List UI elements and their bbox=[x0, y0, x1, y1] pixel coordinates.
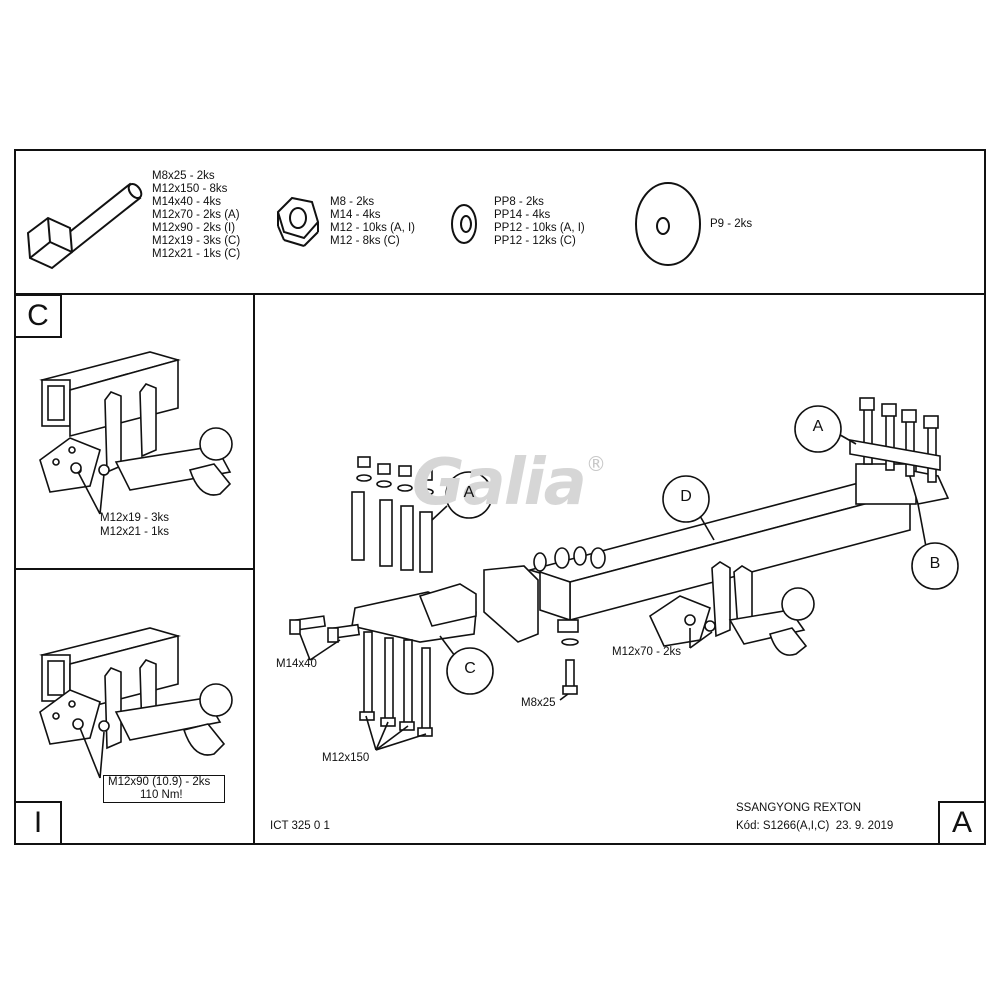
washer-part-item: PP8 - 2ks bbox=[494, 196, 544, 208]
panel-c-label-2: M12x21 - 1ks bbox=[100, 526, 170, 538]
washer-parts-list: PP8 - 2ks PP14 - 4ks PP12 - 10ks (A, I) … bbox=[494, 196, 585, 248]
vehicle-name: SSANGYONG REXTON bbox=[736, 802, 862, 814]
label-m12x70: M12x70 - 2ks bbox=[612, 646, 682, 658]
nut-part-item: M14 - 4ks bbox=[330, 209, 381, 221]
callout-a-right: A bbox=[812, 418, 824, 435]
bolt-part-item: M14x40 - 4ks bbox=[152, 196, 222, 208]
panel-i-letter: I bbox=[14, 801, 62, 845]
left-panels-divider bbox=[14, 568, 254, 570]
product-code: Kód: S1266(A,I,C) 23. 9. 2019 bbox=[736, 820, 894, 832]
washer-part-item: PP14 - 4ks bbox=[494, 209, 551, 221]
panel-c-letter: C bbox=[14, 294, 62, 338]
bolt-part-item: M12x21 - 1ks (C) bbox=[152, 248, 241, 260]
label-m8x25: M8x25 bbox=[521, 697, 556, 709]
galia-logo: Galia bbox=[412, 446, 587, 520]
callout-b: B bbox=[929, 555, 941, 572]
bolt-part-item: M12x90 - 2ks (I) bbox=[152, 222, 236, 234]
panel-a-letter: A bbox=[938, 801, 986, 845]
header-divider bbox=[14, 293, 986, 295]
plate-washer-parts-list: P9 - 2ks bbox=[710, 218, 752, 231]
washer-icon bbox=[451, 204, 477, 244]
nut-part-item: M12 - 10ks (A, I) bbox=[330, 222, 415, 234]
drawing-number: ICT 325 0 1 bbox=[270, 820, 330, 832]
drawing-frame bbox=[14, 149, 986, 845]
callout-d: D bbox=[680, 488, 692, 505]
bolt-part-item: M12x70 - 2ks (A) bbox=[152, 209, 240, 221]
bolt-part-item: M8x25 - 2ks bbox=[152, 170, 215, 182]
left-column-divider bbox=[253, 293, 255, 845]
nut-parts-list: M8 - 2ks M14 - 4ks M12 - 10ks (A, I) M12… bbox=[330, 196, 415, 248]
callout-c: C bbox=[464, 660, 476, 677]
panel-c-label-1: M12x19 - 3ks bbox=[100, 512, 170, 524]
nut-icon bbox=[276, 196, 320, 247]
panel-c-hitch-illustration bbox=[39, 351, 233, 515]
panel-i-hitch-illustration bbox=[39, 627, 233, 779]
panel-i-label-2: 110 Nm! bbox=[140, 789, 183, 801]
bolt-parts-list: M8x25 - 2ks M12x150 - 8ks M14x40 - 4ks M… bbox=[152, 170, 240, 261]
registered-mark: ® bbox=[586, 452, 606, 476]
label-m14x40: M14x40 bbox=[276, 658, 317, 670]
label-m12x150: M12x150 bbox=[322, 752, 370, 764]
bolt-part-item: M12x19 - 3ks (C) bbox=[152, 235, 241, 247]
main-assembly-illustration bbox=[289, 397, 959, 751]
nut-part-item: M12 - 8ks (C) bbox=[330, 235, 400, 247]
washer-part-item: PP12 - 10ks (A, I) bbox=[494, 222, 585, 234]
bolt-part-item: M12x150 - 8ks bbox=[152, 183, 228, 195]
plate-washer-icon bbox=[635, 182, 701, 266]
panel-i-label-1: M12x90 (10.9) - 2ks bbox=[108, 776, 211, 788]
bolt-icon bbox=[26, 182, 143, 270]
washer-part-item: PP12 - 12ks (C) bbox=[494, 235, 576, 247]
callout-a-left: A bbox=[463, 484, 475, 501]
plate-washer-part-item: P9 - 2ks bbox=[710, 218, 753, 230]
nut-part-item: M8 - 2ks bbox=[330, 196, 375, 208]
panel-i-torque-box bbox=[103, 775, 225, 803]
